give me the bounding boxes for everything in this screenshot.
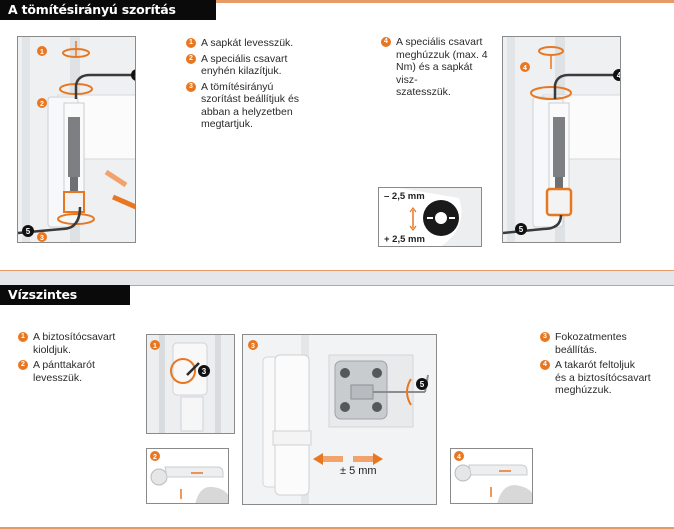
callout-2 xyxy=(37,98,47,108)
hinge-illustration: 4 4 5 xyxy=(503,37,621,242)
step-text: Fokozatmentes beállítás. xyxy=(555,331,627,356)
steps-list-horizontal-left: 1 A biztosítócsavart kioldjuk. 2 A pánttak… xyxy=(18,331,138,387)
bottom-rule xyxy=(0,527,674,529)
callout-5 xyxy=(22,225,34,237)
cover-refit-illustration: 4 xyxy=(451,449,532,503)
cover-removal-illustration: 2 xyxy=(147,449,228,503)
step-number-badge: 4 xyxy=(381,37,391,47)
step-number-badge: 1 xyxy=(18,332,28,342)
top-rule xyxy=(0,0,674,3)
svg-text:4: 4 xyxy=(617,71,621,80)
svg-text:4: 4 xyxy=(523,65,527,72)
callout-1 xyxy=(37,46,47,56)
step-item: 2 A pánttakarót levesszük. xyxy=(18,359,138,384)
step-text: A tömítésirányú szorítást beállítjuk és … xyxy=(201,80,300,131)
svg-text:5: 5 xyxy=(26,227,31,236)
plus-offset-label: + 2,5 mm xyxy=(384,234,425,245)
step-item: 3 A tömítésirányú szorítást beállítjuk és… xyxy=(186,81,316,131)
minus-offset-label: – 2,5 mm xyxy=(384,191,425,202)
lock-screw-figure: 1 3 xyxy=(146,334,235,434)
lock-screw-illustration: 1 3 xyxy=(147,335,234,433)
callout-4-wrench xyxy=(613,69,620,81)
step-item: 1 A sapkát levesszük. xyxy=(186,37,316,50)
steps-list-horizontal-right: 3 Fokozatmentes beállítás. 4 A takarót fel… xyxy=(540,331,670,400)
step-item: 4 A takarót feltoljuk és a biztosítócsava… xyxy=(540,359,670,397)
callout-4 xyxy=(520,62,530,72)
step-text: A biztosítócsavart kioldjuk. xyxy=(33,331,116,356)
steps-list-seal-right: 4 A speciális csavart meghúzzuk (max. 4 N… xyxy=(381,36,491,102)
step-text: A takarót feltoljuk és a biztosítócsavar… xyxy=(555,359,651,396)
svg-text:2: 2 xyxy=(40,101,44,108)
step-number-badge: 4 xyxy=(540,360,550,370)
section-title-horizontal: Vízszintes beállítás xyxy=(0,285,130,322)
step-item: 4 A speciális csavart meghúzzuk (max. 4 N… xyxy=(381,36,491,99)
section-title-seal-pressure: A tömítésirányú szorítás beállítása xyxy=(0,0,216,37)
step-number-badge: 1 xyxy=(186,38,196,48)
callout-4 xyxy=(131,69,135,81)
section-divider xyxy=(0,270,674,286)
callout-5 xyxy=(515,223,527,235)
hinge-illustration: 1 2 3 4 5 xyxy=(18,37,136,242)
svg-text:3: 3 xyxy=(202,367,207,376)
step-number-badge: 2 xyxy=(186,53,196,64)
eccentric-detail-figure: – 2,5 mm + 2,5 mm xyxy=(378,187,482,247)
steps-list-seal-left: 1 A sapkát levesszük. 2 A speciális csavar… xyxy=(186,37,316,134)
step-number-badge: 2 xyxy=(18,360,28,370)
svg-text:1: 1 xyxy=(153,343,157,350)
svg-text:4: 4 xyxy=(135,71,136,80)
step-text: A speciális csavart meghúzzuk (max. 4 Nm… xyxy=(396,36,488,98)
callout-label: 1 xyxy=(40,49,44,56)
svg-text:3: 3 xyxy=(251,343,255,350)
eccentric-illustration xyxy=(399,188,481,246)
hinge-figure-loosen: 1 2 3 4 5 xyxy=(17,36,136,243)
step-number-badge: 3 xyxy=(186,81,196,92)
step-item: 2 A speciális csavart enyhén kilazítjuk. xyxy=(186,53,316,78)
step-number-badge: 3 xyxy=(540,332,550,342)
hinge-horizontal-figure: 3 5 ± 5 mm xyxy=(242,334,437,505)
svg-text:5: 5 xyxy=(420,380,425,389)
step-text: A sapkát levesszük. xyxy=(201,37,294,49)
cover-refit-figure: 4 xyxy=(450,448,533,504)
step-item: 3 Fokozatmentes beállítás. xyxy=(540,331,670,356)
callout-3 xyxy=(37,232,47,242)
step-text: A pánttakarót levesszük. xyxy=(33,359,95,384)
range-label: ± 5 mm xyxy=(340,465,377,477)
step-text: A speciális csavart enyhén kilazítjuk. xyxy=(201,52,288,78)
hinge-horizontal-illustration: 3 5 xyxy=(243,335,436,504)
step-item: 1 A biztosítócsavart kioldjuk. xyxy=(18,331,138,356)
svg-text:3: 3 xyxy=(40,235,44,242)
svg-text:2: 2 xyxy=(153,454,157,461)
svg-text:5: 5 xyxy=(519,225,524,234)
svg-text:4: 4 xyxy=(457,454,461,461)
hinge-figure-tighten: 4 4 5 xyxy=(502,36,621,243)
cover-removal-figure: 2 xyxy=(146,448,229,504)
